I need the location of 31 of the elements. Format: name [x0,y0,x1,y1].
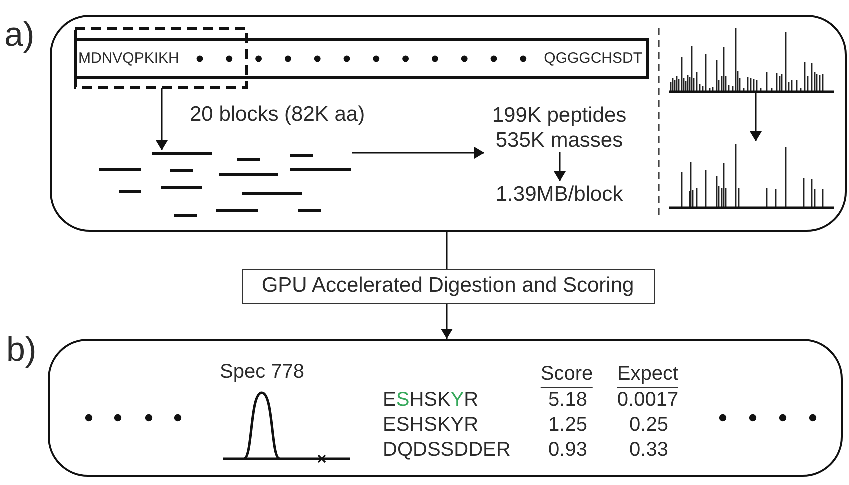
stat-text: 199K peptides 535K masses [484,102,634,152]
panel-label: a) [4,18,35,52]
arrow [352,147,484,159]
arrow [750,94,762,142]
mass-spectrum [668,142,834,210]
score-value: 1.25 [548,415,588,435]
score-value: 0.93 [548,440,588,460]
spectrum-title: Spec 778 [220,362,305,382]
connector-line [446,232,448,269]
expect-value: 0.25 [630,415,668,435]
score-value: 5.18 [548,390,588,410]
sequence-box [74,38,648,78]
dashed-selection-box [74,26,248,88]
fragment-lines [98,150,352,218]
column-header: Expect [617,364,679,388]
expect-value: 0.33 [630,440,668,460]
process-label: GPU Accelerated Digestion and Scoring [262,273,634,299]
process-box [242,269,655,304]
peptide-sequence: DQDSSDDER [383,440,511,460]
sequence-text: QGGGCHSDT [544,48,642,68]
sequence-text: MDNVQPKIKH [78,48,180,68]
panel-label: b) [6,332,37,366]
arrow [441,304,453,339]
stat-text: 1.39MB/block [478,182,642,206]
arrow [156,88,168,150]
arrow [554,152,566,182]
peptide-sequence: ESHSKYR [383,415,479,435]
column-header: Score [540,364,594,388]
peptide-sequence: ESHSKYR [383,390,479,410]
mass-spectrum [668,26,834,94]
expect-value: 0.0017 [617,390,679,410]
